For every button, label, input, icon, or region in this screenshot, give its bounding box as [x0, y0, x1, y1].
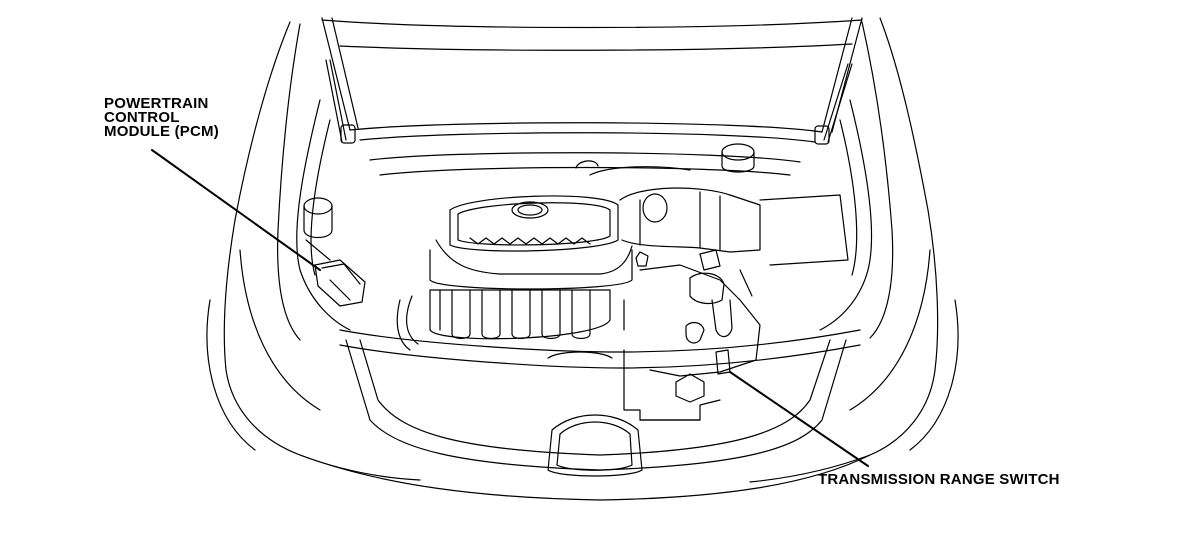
pcm-label-line1: POWERTRAIN: [104, 95, 209, 112]
reservoirs: [303, 143, 755, 239]
transmission-range-switch-label: TRANSMISSION RANGE SWITCH: [818, 471, 1060, 488]
pcm-leader-line: [151, 149, 321, 271]
transmission-assembly: [623, 249, 761, 421]
front-bumper: [339, 329, 861, 477]
bay-walls: [296, 99, 873, 331]
engine-cover: [429, 195, 633, 290]
leader-lines: [151, 149, 869, 467]
trs-leader-line: [729, 371, 869, 467]
hood: [321, 17, 863, 145]
pcm-label-line2: CONTROL: [104, 109, 180, 126]
air-intake: [575, 160, 849, 266]
pcm-module-art: [305, 239, 366, 307]
pcm-label-line3: MODULE (PCM): [104, 123, 219, 140]
pcm-label: POWERTRAIN CONTROL MODULE (PCM): [104, 95, 219, 140]
intake-manifold: [396, 289, 611, 351]
car-body: [206, 17, 959, 501]
